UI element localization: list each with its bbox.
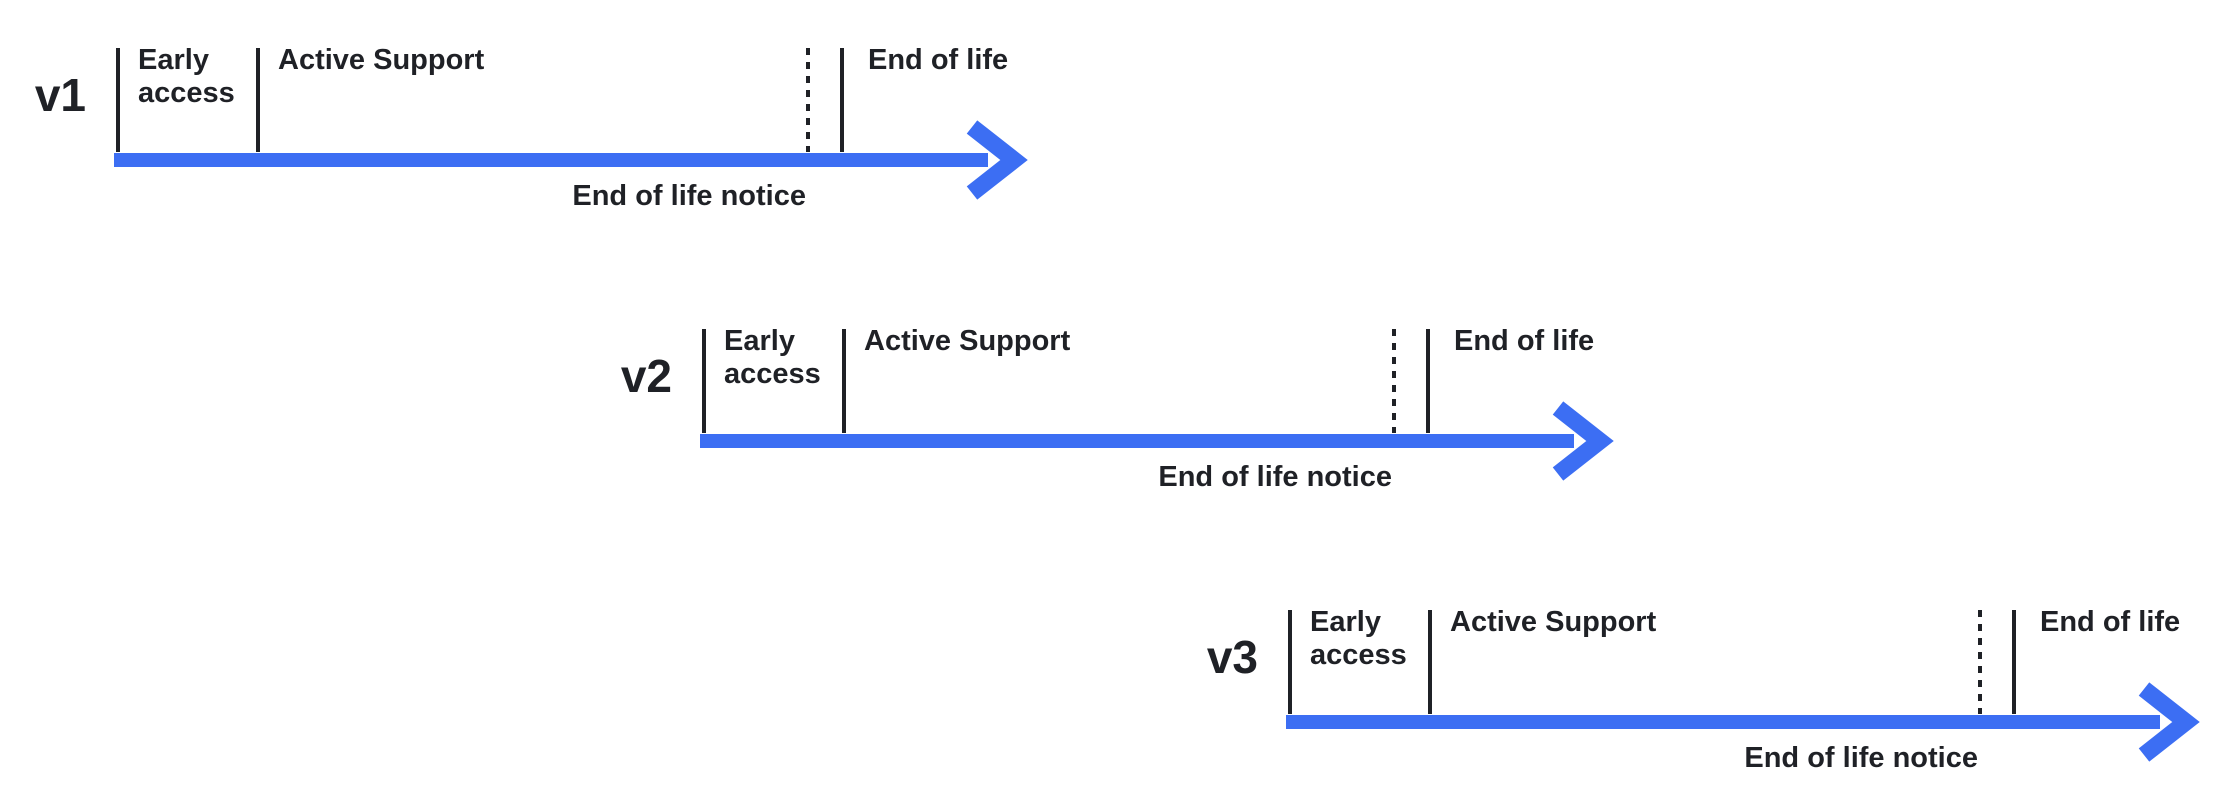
active-support-start-tick [256,48,260,152]
end-of-life-notice-tick-dashed [1392,329,1396,433]
end-of-life-notice-label: End of life notice [1158,461,1392,493]
active-support-start-tick [1428,610,1432,714]
version-label-v3: v3 [1206,631,1258,683]
end-of-life-notice-tick-dashed [1978,610,1982,714]
active-support-start-tick [842,329,846,433]
end-of-life-notice-label: End of life notice [572,180,806,212]
end-of-life-label: End of life [868,44,1009,76]
end-of-life-label: End of life [2040,606,2181,638]
active-support-label: Active Support [864,325,1071,357]
active-support-label: Active Support [278,44,485,76]
arrow-head [966,120,1028,200]
arrow-shaft [114,153,988,167]
arrow-head [2138,682,2200,762]
end-of-life-tick [2012,610,2016,714]
early-access-start-tick [116,48,120,152]
version-label-v2: v2 [620,350,672,402]
end-of-life-tick [840,48,844,152]
version-label-v1: v1 [34,69,86,121]
arrow-shaft [700,434,1574,448]
early-access-start-tick [1288,610,1292,714]
end-of-life-tick [1426,329,1430,433]
end-of-life-label: End of life [1454,325,1595,357]
end-of-life-notice-tick-dashed [806,48,810,152]
early-access-start-tick [702,329,706,433]
early-access-label: Early access [138,44,235,110]
arrow-shaft [1286,715,2160,729]
early-access-label: Early access [724,325,821,391]
early-access-label: Early access [1310,606,1407,672]
arrow-head [1552,401,1614,481]
end-of-life-notice-label: End of life notice [1744,742,1978,774]
active-support-label: Active Support [1450,606,1657,638]
